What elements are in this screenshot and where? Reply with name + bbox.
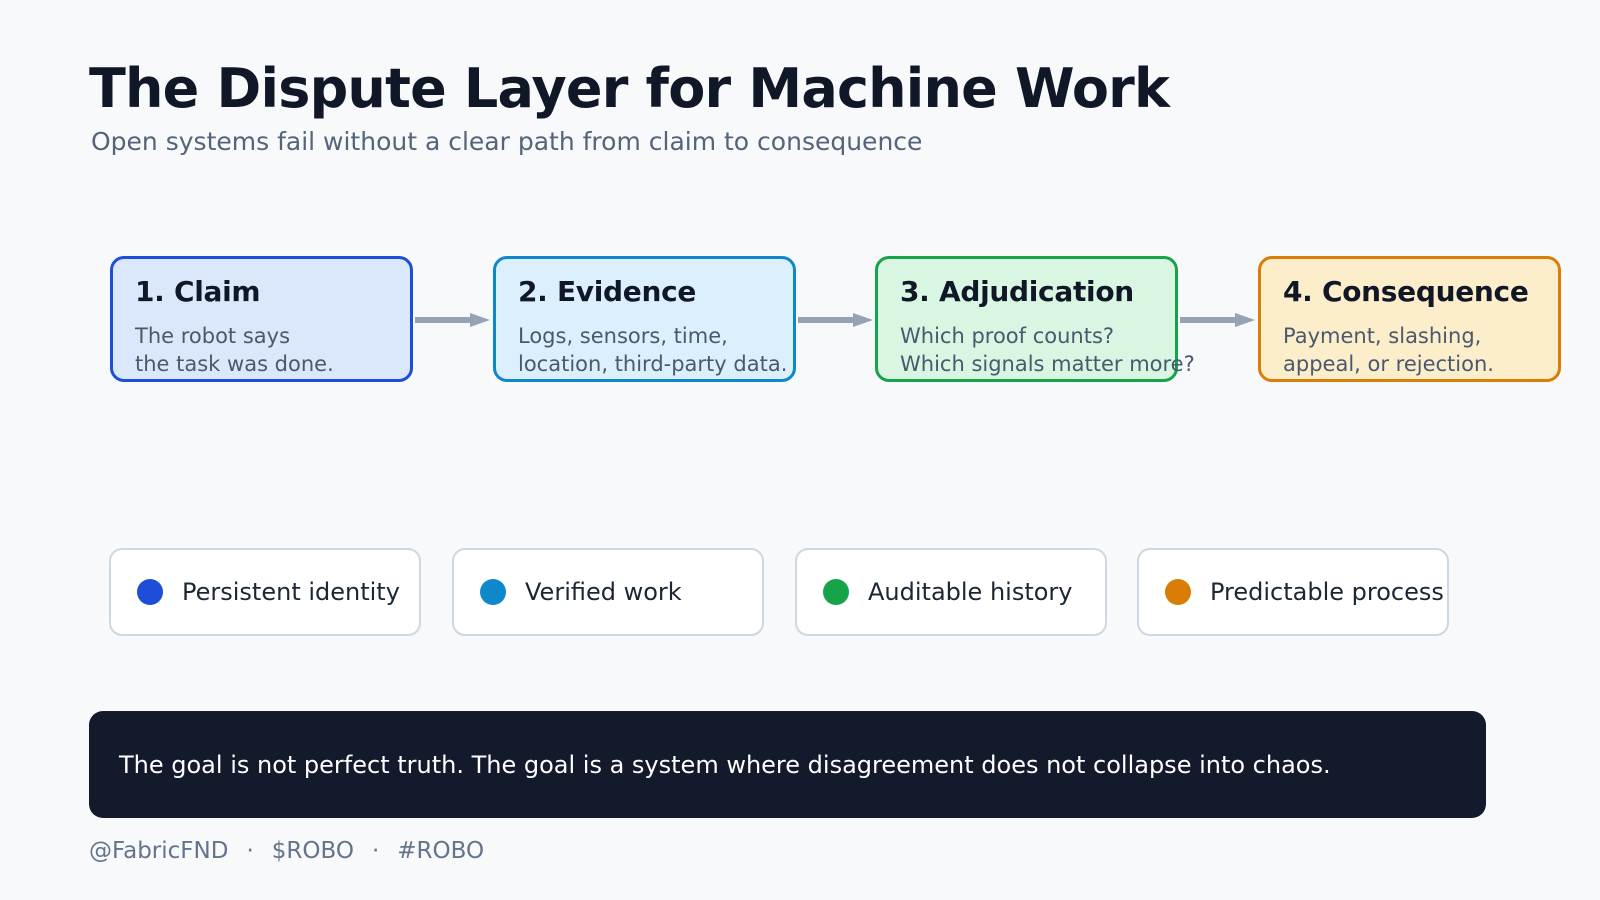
attribute-pill-row: Persistent identity Verified work Audita… xyxy=(109,548,1459,636)
flow-step-description-line: the task was done. xyxy=(135,351,334,376)
flow-arrow-2-to-3 xyxy=(798,313,876,327)
flow-step-description-line: appeal, or rejection. xyxy=(1283,351,1494,376)
arrow-shaft xyxy=(415,317,473,323)
arrow-shaft xyxy=(1180,317,1238,323)
flow-step-description: Payment, slashing, appeal, or rejection. xyxy=(1283,323,1536,378)
flow-step-description-line: Which signals matter more? xyxy=(900,351,1195,376)
flow-step-description-line: location, third-party data. xyxy=(518,351,788,376)
flow-arrow-3-to-4 xyxy=(1180,313,1258,327)
flow-step-description: Logs, sensors, time, location, third-par… xyxy=(518,323,788,378)
flow-step-description-line: The robot says xyxy=(135,324,291,349)
process-flow-row: 1. Claim The robot says the task was don… xyxy=(110,256,1600,384)
flow-step-title: 1. Claim xyxy=(135,275,261,308)
flow-step-description-line: Which proof counts? xyxy=(900,324,1115,349)
status-dot-icon xyxy=(823,579,849,605)
flow-step-card-3: 3. Adjudication Which proof counts? Whic… xyxy=(875,256,1195,382)
attribute-pill-label: Persistent identity xyxy=(182,578,400,606)
arrow-head-icon xyxy=(470,313,490,327)
arrow-head-icon xyxy=(853,313,873,327)
status-dot-icon xyxy=(137,579,163,605)
status-dot-icon xyxy=(480,579,506,605)
attribute-pill-label: Predictable process xyxy=(1210,578,1444,606)
footer-separator: · xyxy=(371,838,380,864)
attribute-pill-verified-work: Verified work xyxy=(452,548,764,636)
flow-step-card-4: 4. Consequence Payment, slashing, appeal… xyxy=(1258,256,1561,382)
arrow-head-icon xyxy=(1235,313,1255,327)
flow-arrow-1-to-2 xyxy=(415,313,493,327)
attribute-pill-label: Auditable history xyxy=(868,578,1073,606)
attribute-pill-auditable-history: Auditable history xyxy=(795,548,1107,636)
attribute-pill-label: Verified work xyxy=(525,578,682,606)
flow-step-title: 3. Adjudication xyxy=(900,275,1134,308)
status-dot-icon xyxy=(1165,579,1191,605)
callout-banner: The goal is not perfect truth. The goal … xyxy=(89,711,1486,818)
callout-banner-text: The goal is not perfect truth. The goal … xyxy=(119,750,1331,779)
footer-ticker: $ROBO xyxy=(271,838,354,864)
attribute-pill-persistent-identity: Persistent identity xyxy=(109,548,421,636)
flow-step-title: 4. Consequence xyxy=(1283,275,1529,308)
page-title: The Dispute Layer for Machine Work xyxy=(89,57,1170,120)
attribute-pill-predictable-process: Predictable process xyxy=(1137,548,1449,636)
footer-hashtag: #ROBO xyxy=(397,838,485,864)
page-subtitle: Open systems fail without a clear path f… xyxy=(91,127,923,156)
flow-step-card-1: 1. Claim The robot says the task was don… xyxy=(110,256,413,382)
arrow-shaft xyxy=(798,317,856,323)
flow-step-description-line: Logs, sensors, time, xyxy=(518,324,728,349)
flow-step-title: 2. Evidence xyxy=(518,275,697,308)
flow-step-description-line: Payment, slashing, xyxy=(1283,324,1482,349)
flow-step-description: Which proof counts? Which signals matter… xyxy=(900,323,1195,378)
footer-handle: @FabricFND xyxy=(89,838,229,864)
footer: @FabricFND · $ROBO · #ROBO xyxy=(89,838,484,864)
flow-step-card-2: 2. Evidence Logs, sensors, time, locatio… xyxy=(493,256,796,382)
flow-step-description: The robot says the task was done. xyxy=(135,323,388,378)
footer-separator: · xyxy=(246,838,254,864)
